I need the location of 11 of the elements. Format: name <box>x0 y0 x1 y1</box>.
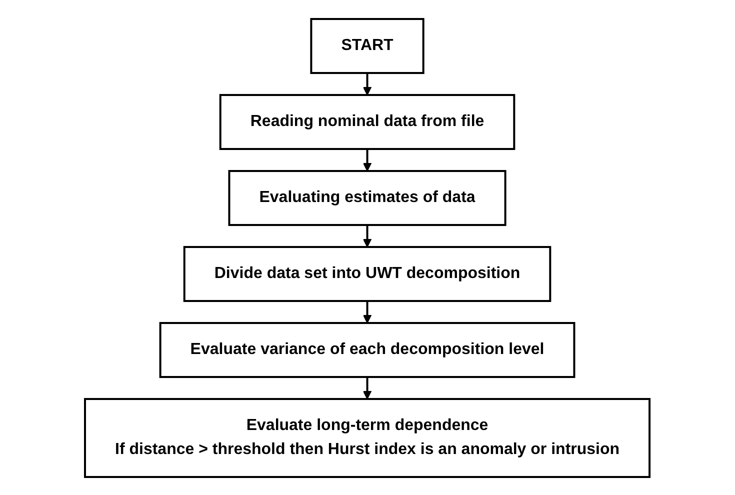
arrow <box>363 224 372 247</box>
node-box: Reading nominal data from file <box>220 94 516 150</box>
arrow <box>363 300 372 323</box>
node-box: Evaluate variance of each decomposition level <box>160 322 576 378</box>
arrow <box>363 72 372 95</box>
node-box: Evaluating estimates of data <box>228 170 507 226</box>
arrow <box>363 376 372 399</box>
node-box: Evaluate long-term dependence If distance > threshold then Hurst index is an anomaly or intrusion <box>84 398 651 478</box>
arrow <box>363 148 372 171</box>
node-box: START <box>310 18 425 74</box>
node-box: Divide data set into UWT decomposition <box>184 246 552 302</box>
